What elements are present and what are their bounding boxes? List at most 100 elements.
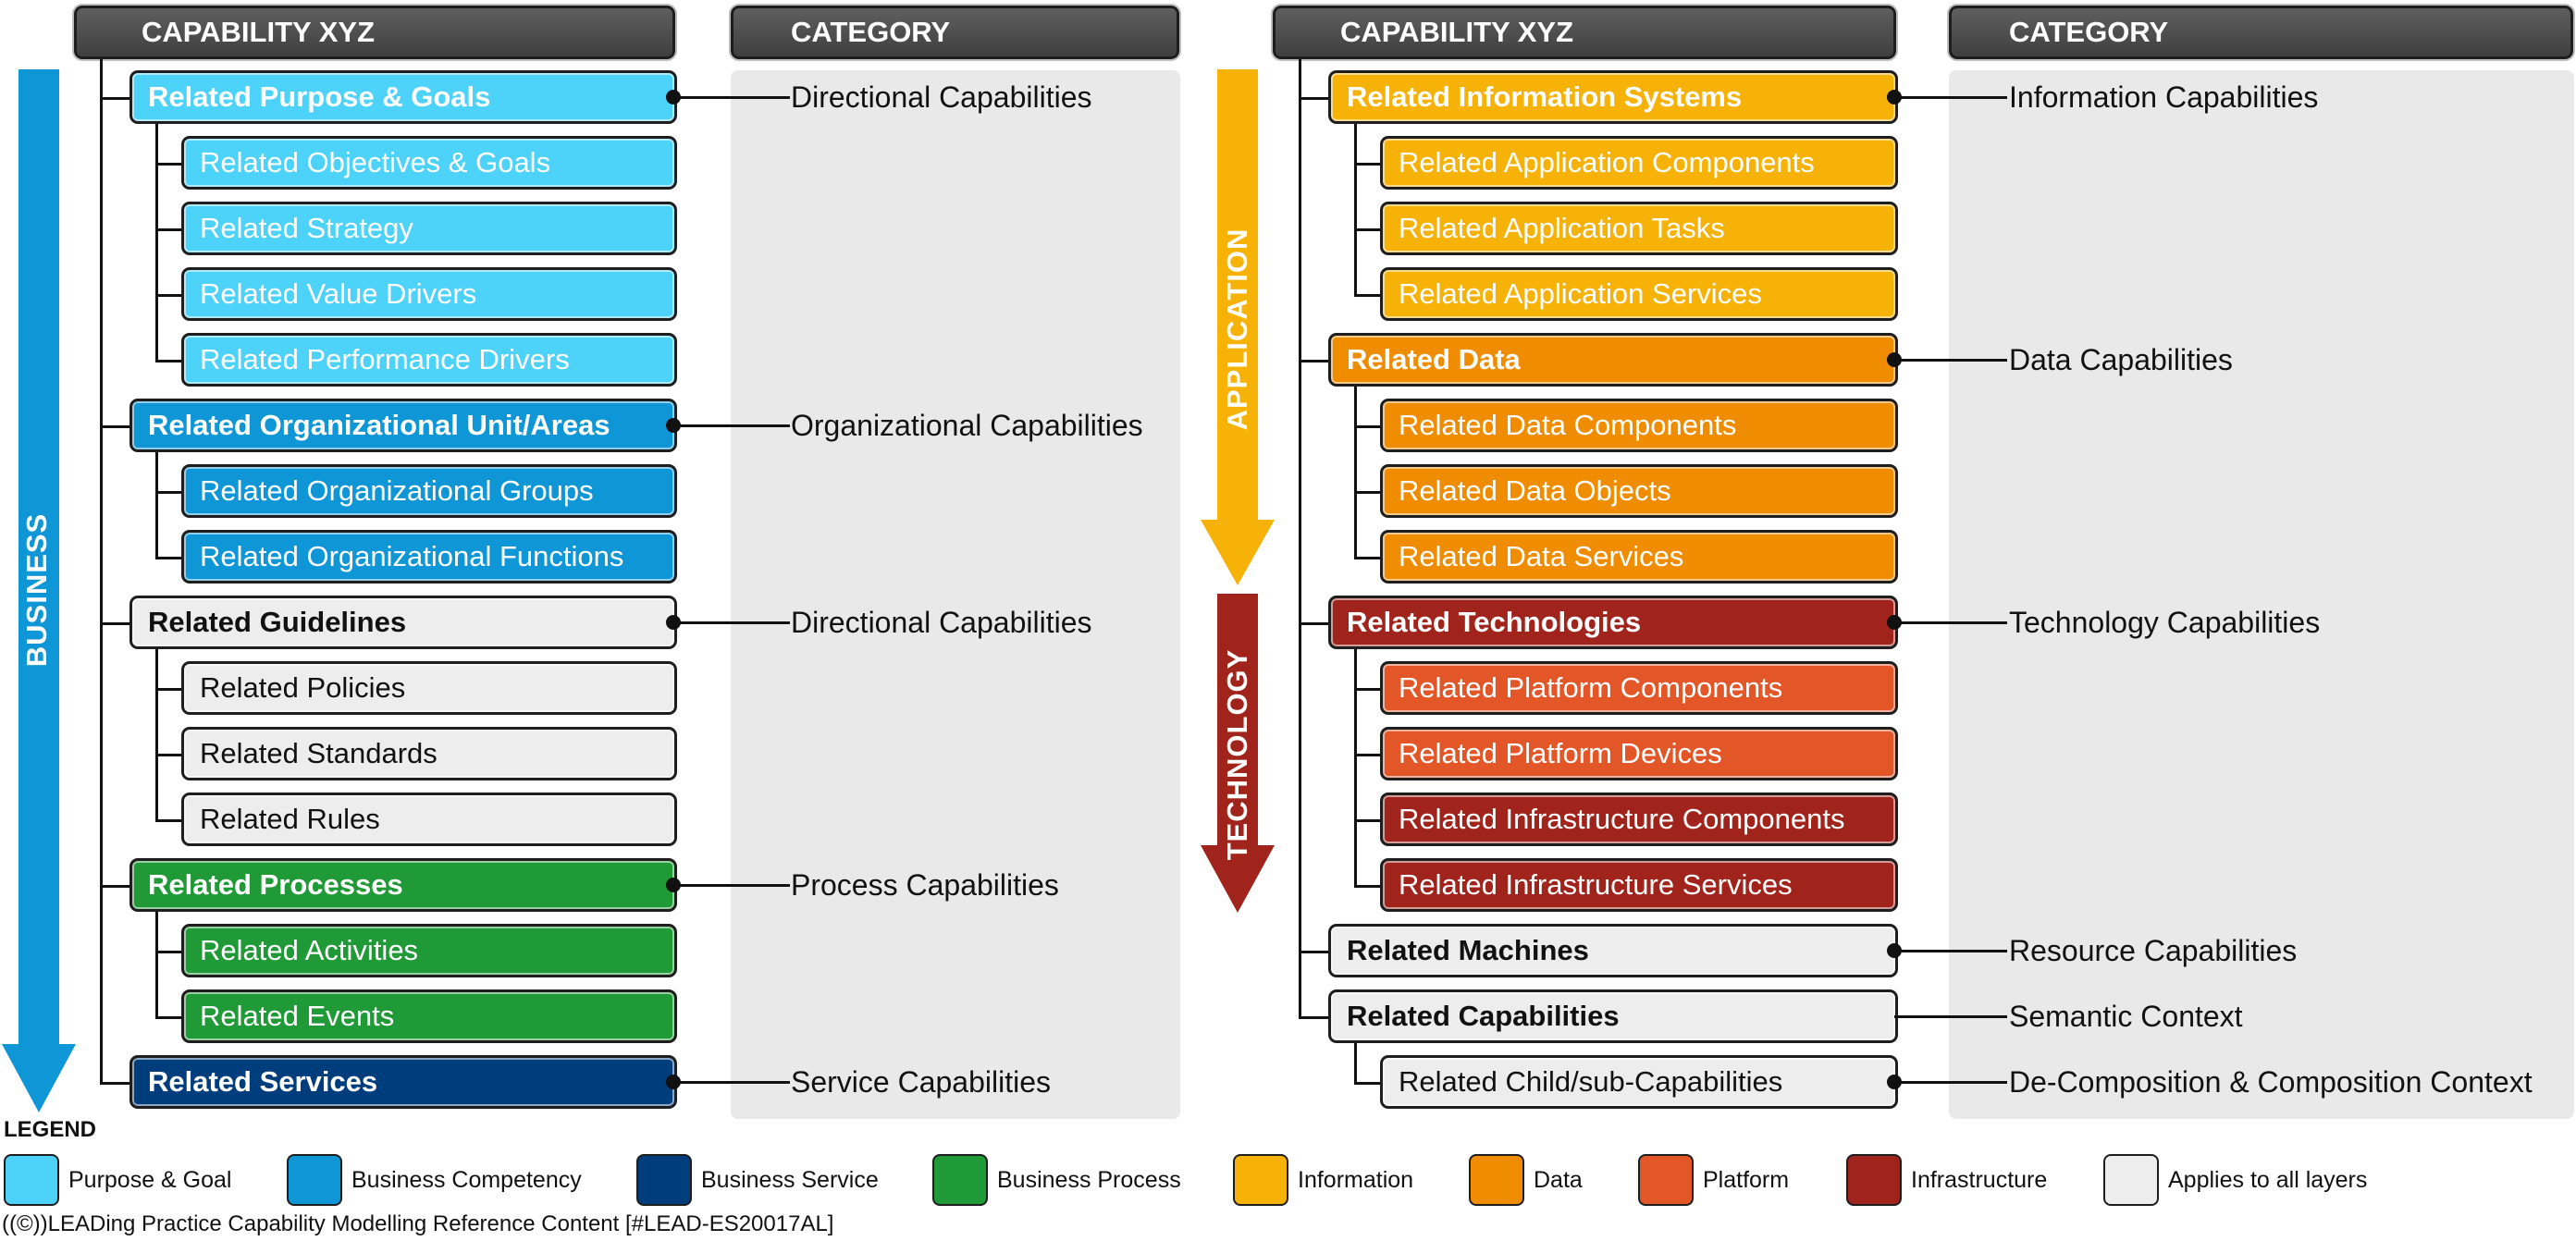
tree-branch [100, 622, 131, 625]
legend-swatch-platform [1638, 1154, 1694, 1206]
tree-subtrunk [1354, 387, 1357, 559]
tree-subbranch [155, 228, 183, 231]
legend-swatch-business-process [932, 1154, 988, 1206]
tree-subbranch [1354, 294, 1382, 297]
tree-subbranch [1354, 819, 1382, 822]
category-label-directional: Directional Capabilities [791, 80, 1092, 114]
tree-branch [1299, 360, 1330, 362]
connector-dot [1887, 352, 1902, 367]
category-label-process: Process Capabilities [791, 868, 1059, 902]
related-organizational-unit-areas: Related Organizational Unit/Areas [129, 399, 677, 452]
tree-subtrunk [155, 649, 158, 821]
category-panel-right [1949, 70, 2574, 1119]
category-label-resource: Resource Capabilities [2009, 934, 2298, 967]
related-events: Related Events [181, 989, 677, 1043]
tree-subtrunk [1354, 124, 1357, 296]
legend-swatch-business-service [636, 1154, 692, 1206]
tree-subbranch [155, 557, 183, 559]
related-infrastructure-components: Related Infrastructure Components [1380, 793, 1898, 846]
category-connector [673, 621, 790, 624]
tree-subtrunk [155, 452, 158, 559]
related-organizational-functions: Related Organizational Functions [181, 530, 677, 584]
category-label-organizational: Organizational Capabilities [791, 409, 1143, 442]
related-data-components: Related Data Components [1380, 399, 1898, 452]
category-connector [1894, 359, 2007, 362]
connector-dot [1887, 1075, 1902, 1089]
category-label-directional-2: Directional Capabilities [791, 606, 1092, 639]
category-label-data: Data Capabilities [2009, 343, 2233, 376]
related-infrastructure-services: Related Infrastructure Services [1380, 858, 1898, 912]
copyright-icon: ((©)) [2, 1211, 48, 1236]
connector-dot [666, 878, 681, 892]
category-connector [1894, 950, 2007, 952]
business-arrow-label: BUSINESS [20, 512, 53, 668]
related-data: Related Data [1328, 333, 1898, 387]
legend-label: Infrastructure [1911, 1167, 2048, 1193]
category-label-technology: Technology Capabilities [2009, 606, 2321, 639]
category-label-decomposition: De-Composition & Composition Context [2009, 1065, 2533, 1099]
connector-dot [666, 90, 681, 104]
tree-subbranch [155, 951, 183, 953]
category-connector [1894, 1081, 2007, 1084]
related-performance-drivers: Related Performance Drivers [181, 333, 677, 387]
tree-subtrunk [155, 124, 158, 361]
connector-dot [666, 418, 681, 433]
application-arrow-label: APPLICATION [1221, 227, 1253, 431]
tree-subbranch [155, 819, 183, 822]
related-organizational-groups: Related Organizational Groups [181, 464, 677, 518]
tree-subbranch [1354, 754, 1382, 756]
related-standards: Related Standards [181, 727, 677, 780]
tree-trunk-right [1299, 59, 1301, 1019]
tree-branch [1299, 622, 1330, 625]
tree-subtrunk [1354, 1043, 1357, 1083]
legend-swatch-all-layers [2103, 1154, 2159, 1206]
legend-label: Data [1534, 1167, 1583, 1193]
tree-subbranch [1354, 425, 1382, 428]
application-arrow [1201, 69, 1275, 585]
capability-header-right: CAPABILITY XYZ [1273, 6, 1896, 59]
related-technologies: Related Technologies [1328, 596, 1898, 649]
footer-copyright: ((©))LEADing Practice Capability Modelli… [2, 1211, 833, 1237]
category-header-left: CATEGORY [731, 6, 1179, 59]
tree-subbranch [155, 688, 183, 691]
tree-subtrunk [155, 912, 158, 1018]
connector-dot [666, 1075, 681, 1089]
capability-header-left: CAPABILITY XYZ [74, 6, 675, 59]
related-services: Related Services [129, 1055, 677, 1109]
tree-branch [100, 1082, 131, 1085]
category-header-right: CATEGORY [1949, 6, 2573, 59]
tree-branch [1299, 1016, 1330, 1019]
legend-title: LEGEND [4, 1117, 97, 1142]
related-machines: Related Machines [1328, 924, 1898, 977]
category-label-semantic: Semantic Context [2009, 1000, 2243, 1033]
category-connector [673, 424, 790, 427]
tree-subbranch [1354, 491, 1382, 494]
legend-label: Platform [1703, 1167, 1790, 1193]
tree-branch [1299, 97, 1330, 100]
tree-subbranch [155, 294, 183, 297]
related-activities: Related Activities [181, 924, 677, 977]
related-application-tasks: Related Application Tasks [1380, 202, 1898, 255]
related-platform-devices: Related Platform Devices [1380, 727, 1898, 780]
legend-label: Business Competency [351, 1167, 582, 1193]
related-purpose-goals: Related Purpose & Goals [129, 70, 677, 124]
legend-label: Applies to all layers [2168, 1167, 2368, 1193]
tree-subtrunk [1354, 649, 1357, 887]
footer-text: LEADing Practice Capability Modelling Re… [47, 1211, 834, 1236]
connector-dot [1887, 615, 1902, 630]
legend-label: Information [1298, 1167, 1414, 1193]
technology-arrow-label: TECHNOLOGY [1221, 648, 1253, 861]
legend-swatch-information [1233, 1154, 1288, 1206]
legend-label: Purpose & Goal [68, 1167, 232, 1193]
legend-label: Business Service [701, 1167, 879, 1193]
tree-subbranch [1354, 885, 1382, 888]
category-connector [1894, 621, 2007, 624]
related-data-objects: Related Data Objects [1380, 464, 1898, 518]
category-connector [1894, 96, 2007, 99]
legend-swatch-purpose-goal [4, 1154, 59, 1206]
business-arrow [2, 69, 76, 1112]
related-capabilities: Related Capabilities [1328, 989, 1898, 1043]
legend-swatch-infrastructure [1846, 1154, 1902, 1206]
connector-dot [1887, 90, 1902, 104]
tree-branch [100, 425, 131, 428]
